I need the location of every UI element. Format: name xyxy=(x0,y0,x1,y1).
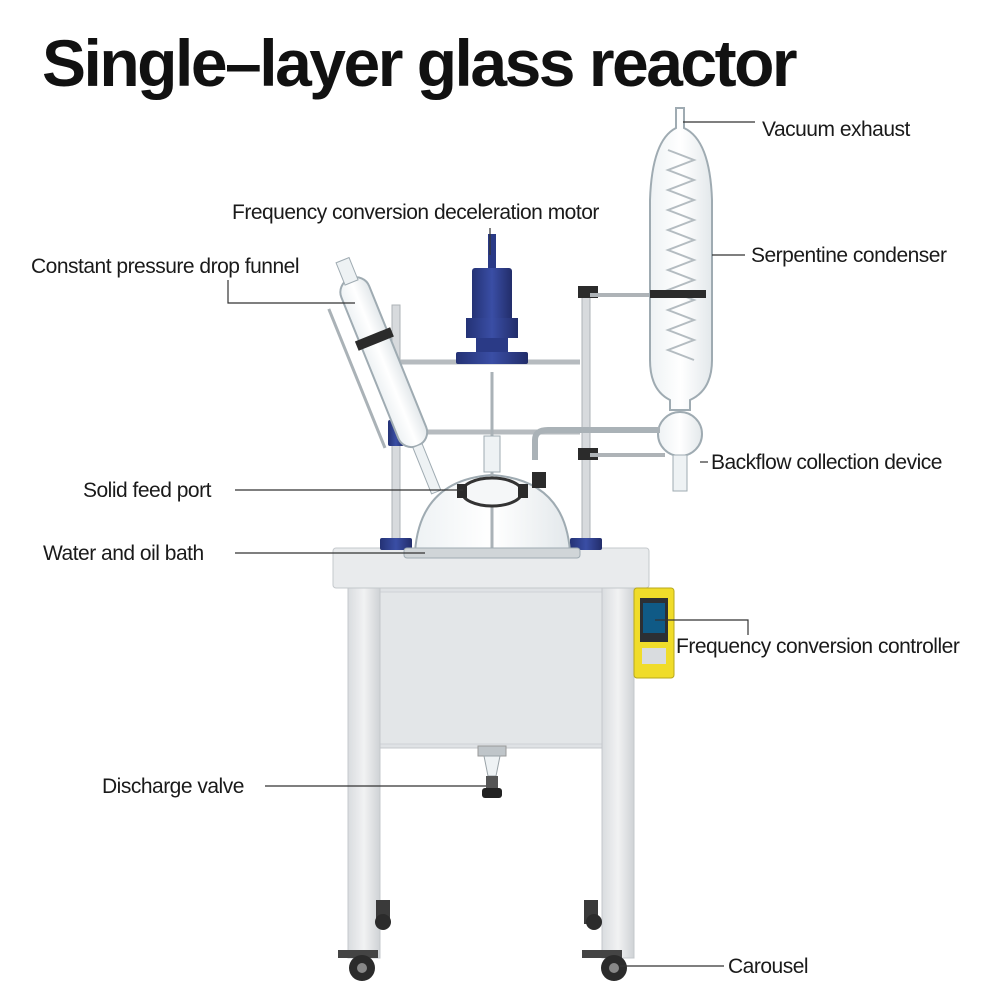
label-motor: Frequency conversion deceleration motor xyxy=(232,201,599,224)
label-serpentine-condenser: Serpentine condenser xyxy=(751,244,947,267)
page-title: Single–layer glass reactor xyxy=(42,26,798,100)
label-drop-funnel: Constant pressure drop funnel xyxy=(31,255,300,278)
label-carousel: Carousel xyxy=(728,955,809,978)
glass-vessel xyxy=(403,372,581,559)
callout-lines xyxy=(227,121,755,967)
label-backflow: Backflow collection device xyxy=(711,451,942,474)
drop-funnel xyxy=(327,256,442,495)
discharge-valve xyxy=(477,745,507,798)
carousel-wheels xyxy=(338,900,627,981)
serpentine-condenser xyxy=(532,107,713,492)
frequency-controller xyxy=(633,587,675,679)
leader-controller xyxy=(655,619,749,635)
label-vacuum-exhaust: Vacuum exhaust xyxy=(762,118,910,141)
deceleration-motor xyxy=(456,234,528,364)
label-solid-feed-port: Solid feed port xyxy=(83,479,211,502)
label-discharge-valve: Discharge valve xyxy=(102,775,244,798)
label-bath: Water and oil bath xyxy=(43,542,204,565)
leader-drop-funnel xyxy=(227,280,355,304)
water-oil-bath-cabinet xyxy=(332,547,650,959)
label-controller: Frequency conversion controller xyxy=(676,635,960,658)
